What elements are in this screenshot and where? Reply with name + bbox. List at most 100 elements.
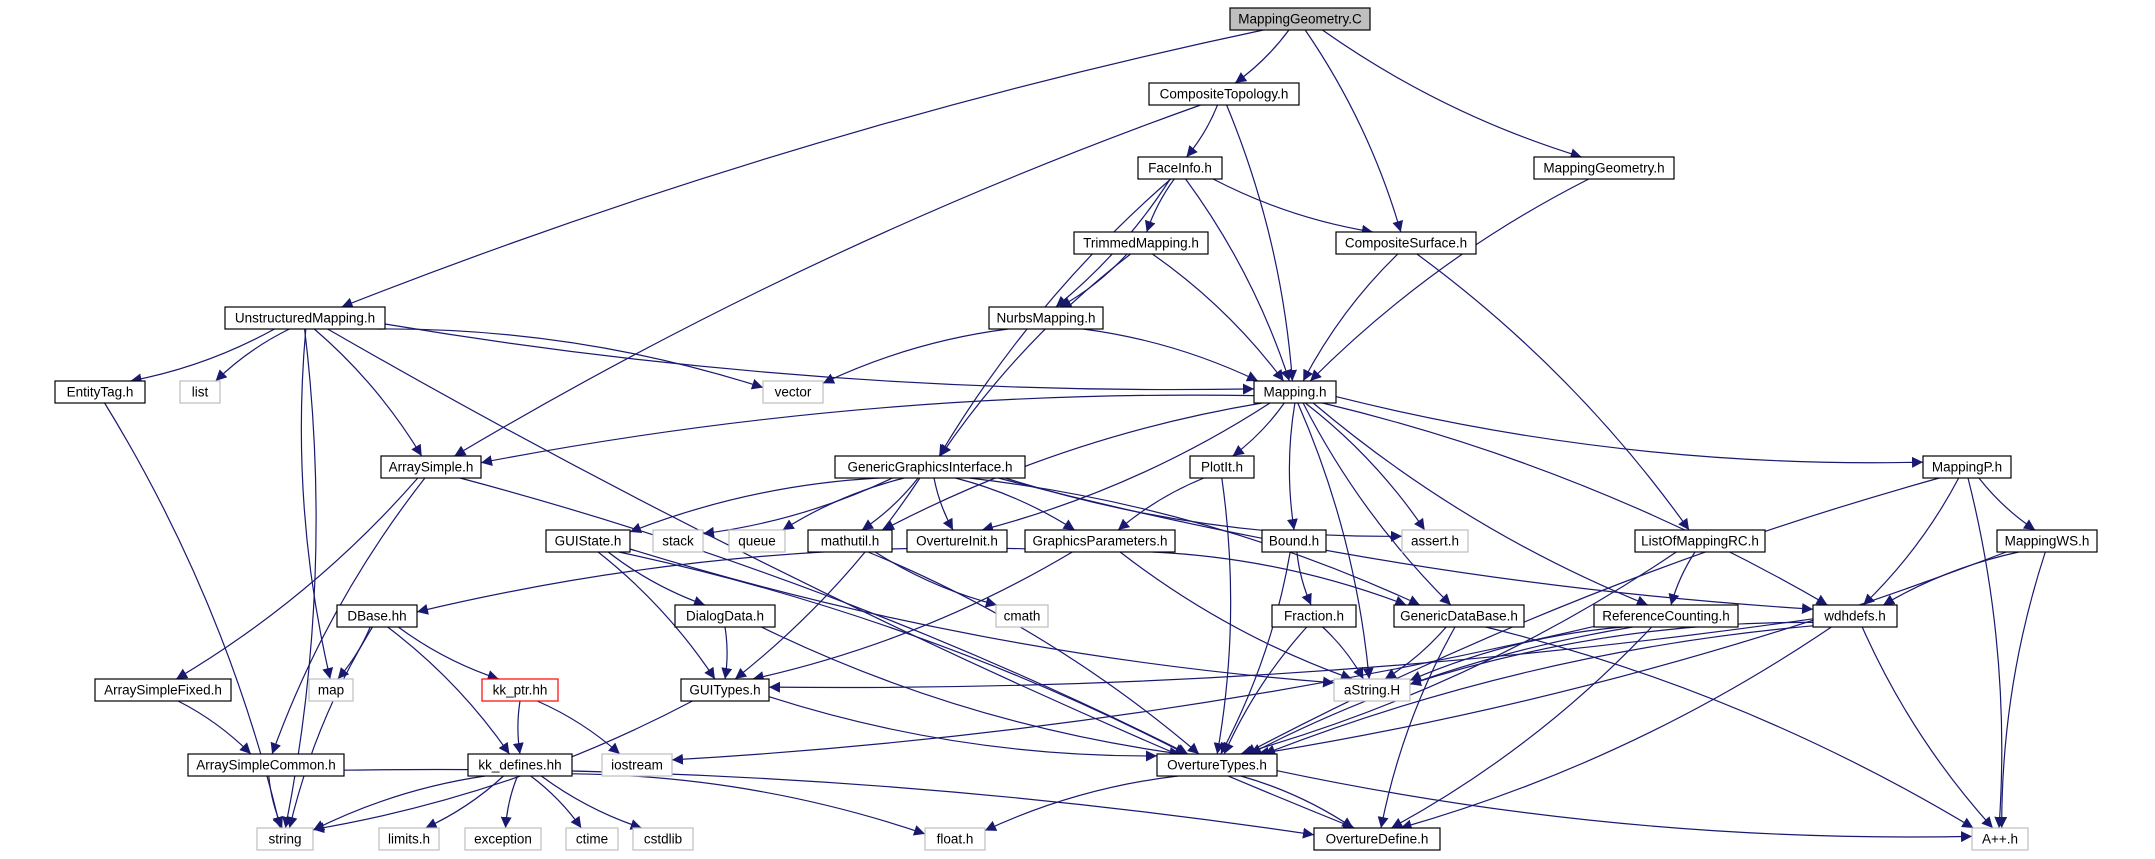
edge-graphicsparameters_h-to-guitypes_h	[752, 551, 1073, 682]
node-fraction-h[interactable]: Fraction.h	[1271, 604, 1357, 628]
node-compositesurface-h[interactable]: CompositeSurface.h	[1335, 231, 1477, 255]
node-float-h[interactable]: float.h	[924, 827, 986, 851]
edge-wdhdefs_h-to-guitypes_h	[768, 618, 1814, 693]
node-mappingp-h[interactable]: MappingP.h	[1922, 455, 2012, 479]
edge-mapping_h-to-bound_h	[1286, 402, 1298, 531]
node-mappinggeometry-h[interactable]: MappingGeometry.h	[1533, 156, 1675, 180]
node-vector[interactable]: vector	[762, 380, 824, 404]
node-genericdatabase-h[interactable]: GenericDataBase.h	[1393, 604, 1525, 628]
node-label: ListOfMappingRC.h	[1641, 534, 1759, 549]
edge-mathutil_h-to-overturetypes_h	[867, 551, 1200, 755]
edge-mapping_h-to-overtureinit_h	[981, 402, 1271, 533]
node-guitypes-h[interactable]: GUITypes.h	[680, 678, 770, 702]
edge-faceinfo_h-to-compositesurface_h	[1212, 178, 1373, 236]
node-box	[652, 529, 704, 553]
edge-mapping_h-to-referencecounting_h	[1312, 402, 1649, 606]
node-graphicsparameters-h[interactable]: GraphicsParameters.h	[1024, 529, 1176, 553]
node-plotit-h[interactable]: PlotIt.h	[1189, 455, 1255, 479]
node-label: string	[268, 832, 301, 847]
node-ctime[interactable]: ctime	[565, 827, 619, 851]
node-arraysimplecommon-h[interactable]: ArraySimpleCommon.h	[187, 753, 345, 777]
edge-mappingp_h-to-mappingws_h	[1978, 477, 2036, 531]
node-box	[380, 455, 482, 479]
edge-mapping_h-to-genericdatabase_h	[1302, 402, 1452, 606]
node-label: ArraySimpleFixed.h	[104, 683, 222, 698]
node-label: Fraction.h	[1284, 609, 1344, 624]
node-string[interactable]: string	[256, 827, 314, 851]
node-box	[1229, 7, 1371, 31]
node-app-h[interactable]: A++.h	[1971, 827, 2029, 851]
node-box	[728, 529, 786, 553]
node-kk-defines-hh[interactable]: kk_defines.hh	[467, 753, 573, 777]
node-box	[467, 753, 573, 777]
node-faceinfo-h[interactable]: FaceInfo.h	[1137, 156, 1223, 180]
node-label: GraphicsParameters.h	[1032, 534, 1167, 549]
node-listofmappingrc-h[interactable]: ListOfMappingRC.h	[1634, 529, 1766, 553]
node-unstructuredmapping-h[interactable]: UnstructuredMapping.h	[224, 306, 386, 330]
node-kk-ptr-hh[interactable]: kk_ptr.hh	[481, 678, 559, 702]
node-entitytag-h[interactable]: EntityTag.h	[54, 380, 146, 404]
node-trimmedmapping-h[interactable]: TrimmedMapping.h	[1073, 231, 1209, 255]
node-mathutil-h[interactable]: mathutil.h	[807, 529, 893, 553]
node-guistate-h[interactable]: GUIState.h	[545, 529, 631, 553]
edge-trimmedmapping_h-to-nurbsmapping_h	[1059, 253, 1128, 308]
node-box	[1401, 529, 1469, 553]
node-box	[1634, 529, 1766, 553]
node-cmath[interactable]: cmath	[995, 604, 1049, 628]
node-overturetypes-h[interactable]: OvertureTypes.h	[1156, 753, 1278, 777]
node-genericgraphicsinterface-h[interactable]: GenericGraphicsInterface.h	[834, 455, 1026, 479]
edge-arraysimple_h-to-overturetypes_h	[459, 477, 1189, 755]
node-wdhdefs-h[interactable]: wdhdefs.h	[1812, 604, 1898, 628]
node-queue[interactable]: queue	[728, 529, 786, 553]
node-box	[1922, 455, 2012, 479]
node-dialogdata-h[interactable]: DialogData.h	[674, 604, 776, 628]
node-mappinggeometry-c[interactable]: MappingGeometry.C	[1229, 7, 1371, 31]
edge-compositetopology_h-to-faceinfo_h	[1186, 104, 1219, 158]
node-bound-h[interactable]: Bound.h	[1261, 529, 1327, 553]
node-compositetopology-h[interactable]: CompositeTopology.h	[1148, 82, 1300, 106]
node-arraysimple-h[interactable]: ArraySimple.h	[380, 455, 482, 479]
node-label: kk_ptr.hh	[493, 683, 548, 698]
node-box	[565, 827, 619, 851]
node-assert-h[interactable]: assert.h	[1401, 529, 1469, 553]
node-label: A++.h	[1982, 832, 2018, 847]
node-overturedefine-h[interactable]: OvertureDefine.h	[1313, 827, 1441, 851]
edge-overturetypes_h-to-overturedefine_h	[1240, 775, 1354, 829]
node-label: limits.h	[388, 832, 430, 847]
node-box	[1137, 156, 1223, 180]
edge-bound_h-to-overturetypes_h	[1220, 551, 1291, 755]
edge-arraysimplecommon_h-to-string	[268, 775, 283, 829]
node-astring-h[interactable]: aString.H	[1333, 678, 1411, 702]
edge-kk_defines_hh-to-float_h	[571, 773, 926, 836]
edge-mappingws_h-to-wdhdefs_h	[1882, 551, 2019, 606]
node-mappingws-h[interactable]: MappingWS.h	[1996, 529, 2098, 553]
node-arraysimplefixed-h[interactable]: ArraySimpleFixed.h	[94, 678, 232, 702]
node-iostream[interactable]: iostream	[601, 753, 673, 777]
node-list[interactable]: list	[179, 380, 221, 404]
node-referencecounting-h[interactable]: ReferenceCounting.h	[1593, 604, 1739, 628]
node-exception[interactable]: exception	[464, 827, 542, 851]
node-overtureinit-h[interactable]: OvertureInit.h	[906, 529, 1008, 553]
edge-dbase_hh-to-string	[286, 626, 374, 829]
node-box	[674, 604, 776, 628]
node-mapping-h[interactable]: Mapping.h	[1253, 380, 1337, 404]
edge-fraction_h-to-astring_h	[1322, 626, 1364, 680]
node-nurbsmapping-h[interactable]: NurbsMapping.h	[988, 306, 1104, 330]
edge-mappingws_h-to-app_h	[1996, 551, 2046, 829]
edge-bound_h-to-fraction_h	[1296, 551, 1312, 606]
node-box	[308, 678, 354, 702]
node-map[interactable]: map	[308, 678, 354, 702]
node-stack[interactable]: stack	[652, 529, 704, 553]
node-label: DBase.hh	[347, 609, 406, 624]
edge-mappinggeometry_c-to-unstructuredmapping_h	[341, 29, 1264, 309]
edge-overturetypes_h-to-float_h	[984, 775, 1179, 832]
edge-unstructuredmapping_h-to-mapping_h	[384, 323, 1255, 395]
edge-mappingp_h-to-app_h	[1967, 477, 2006, 829]
node-cstdlib[interactable]: cstdlib	[632, 827, 694, 851]
node-limits-h[interactable]: limits.h	[378, 827, 440, 851]
node-label: iostream	[611, 758, 663, 773]
node-box	[680, 678, 770, 702]
node-dbase-hh[interactable]: DBase.hh	[336, 604, 418, 628]
node-box	[1393, 604, 1525, 628]
